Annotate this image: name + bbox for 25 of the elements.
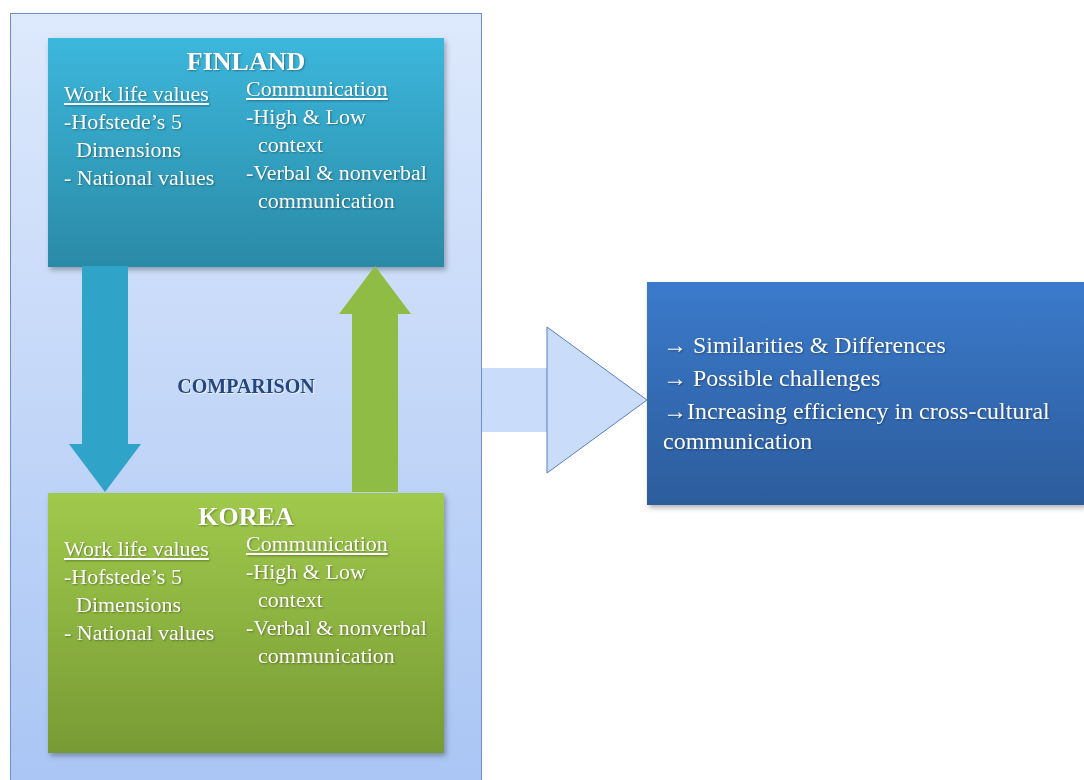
list-item: -Hofstede’s 5 Dimensions	[64, 108, 183, 164]
list-item: -Verbal & nonverbal communication	[246, 614, 428, 670]
comparison-panel	[10, 13, 482, 780]
summary-box	[647, 282, 1084, 505]
list-item: -High & Low context	[246, 103, 367, 159]
list-item: -High & Low context	[246, 558, 367, 614]
list-item: -Verbal & nonverbal communication	[246, 159, 428, 215]
column-heading: Work life values	[64, 535, 210, 563]
column-heading: Communication	[246, 530, 389, 558]
summary-item: → Similarities & Differences	[663, 331, 947, 360]
country-card	[48, 493, 444, 753]
country-card	[48, 38, 444, 267]
column-heading: Work life values	[64, 80, 210, 108]
block-arrow	[69, 266, 141, 492]
summary-item: →Increasing efficiency in cross-cultural communication	[663, 397, 1051, 456]
list-item: - National values	[64, 619, 216, 647]
block-arrow	[482, 326, 648, 474]
column-heading: Communication	[246, 75, 389, 103]
list-item: -Hofstede’s 5 Dimensions	[64, 563, 183, 619]
panel-label: COMPARISON	[176, 374, 316, 399]
card-heading: FINLAND	[185, 46, 307, 78]
list-item: - National values	[64, 164, 216, 192]
block-arrow	[339, 266, 411, 492]
summary-item: → Possible challenges	[663, 364, 882, 393]
card-heading: KOREA	[197, 501, 295, 533]
